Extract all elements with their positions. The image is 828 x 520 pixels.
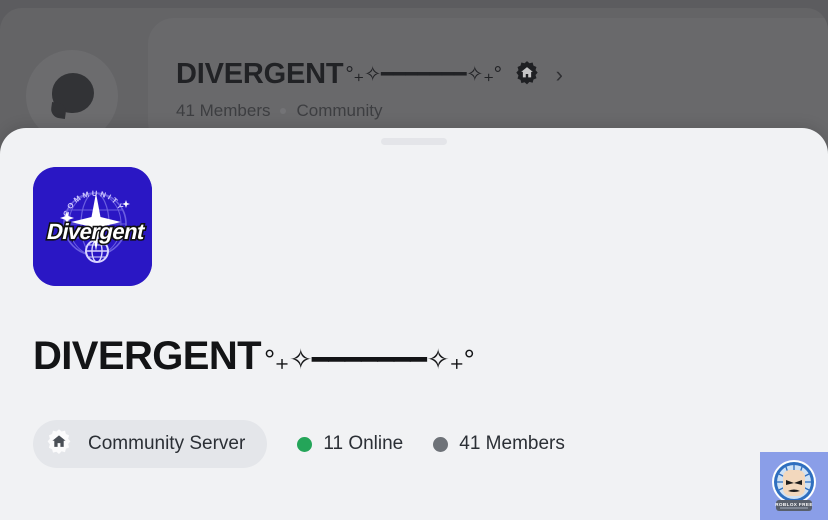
svg-text:ROBLOX FREE: ROBLOX FREE <box>775 502 813 507</box>
members-stat: 41 Members <box>433 433 565 455</box>
svg-text:Divergent: Divergent <box>45 219 148 244</box>
online-status-dot-icon <box>297 436 313 452</box>
members-count-label: 41 Members <box>459 433 565 454</box>
members-dot-icon <box>433 436 449 452</box>
background-category: Community <box>296 101 383 120</box>
community-server-label: Community Server <box>88 433 246 454</box>
sheet-title-row: DIVERGENT °₊✧━━━━━━━✧₊° <box>33 334 475 379</box>
background-subtitle-row: 41 Members Community <box>176 101 382 121</box>
community-server-pill[interactable]: Community Server <box>33 420 268 468</box>
background-title-row[interactable]: DIVERGENT °₊✧━━━━━━━✧₊° › <box>176 58 563 91</box>
background-server-name-decoration: °₊✧━━━━━━━✧₊° <box>345 63 502 86</box>
background-header-panel <box>148 18 828 148</box>
server-meta-row: Community Server 11 Online 41 Members <box>33 420 565 468</box>
online-stat: 11 Online <box>297 433 403 455</box>
background-server-name: DIVERGENT <box>176 58 344 90</box>
online-count-label: 11 Online <box>323 433 404 454</box>
chat-bubble-icon <box>49 73 95 119</box>
sheet-drag-handle[interactable] <box>381 138 447 145</box>
avatar-circle <box>26 50 118 142</box>
separator-dot-icon <box>280 108 287 114</box>
server-name: DIVERGENT <box>33 334 262 378</box>
house-starburst-icon <box>512 60 542 90</box>
background-member-count: 41 Members <box>176 101 271 120</box>
chevron-right-icon[interactable]: › <box>555 61 563 87</box>
server-name-decoration: °₊✧━━━━━━━✧₊° <box>263 344 475 375</box>
background-avatar[interactable] <box>26 42 118 150</box>
divergent-server-icon[interactable]: COMMUNITY Divergent <box>33 167 152 286</box>
background-server-header: DIVERGENT °₊✧━━━━━━━✧₊° › 41 Members Com… <box>0 8 828 148</box>
roblox-avatar-thumbnail[interactable]: ROBLOX FREE <box>760 452 828 520</box>
house-starburst-icon <box>43 428 75 460</box>
